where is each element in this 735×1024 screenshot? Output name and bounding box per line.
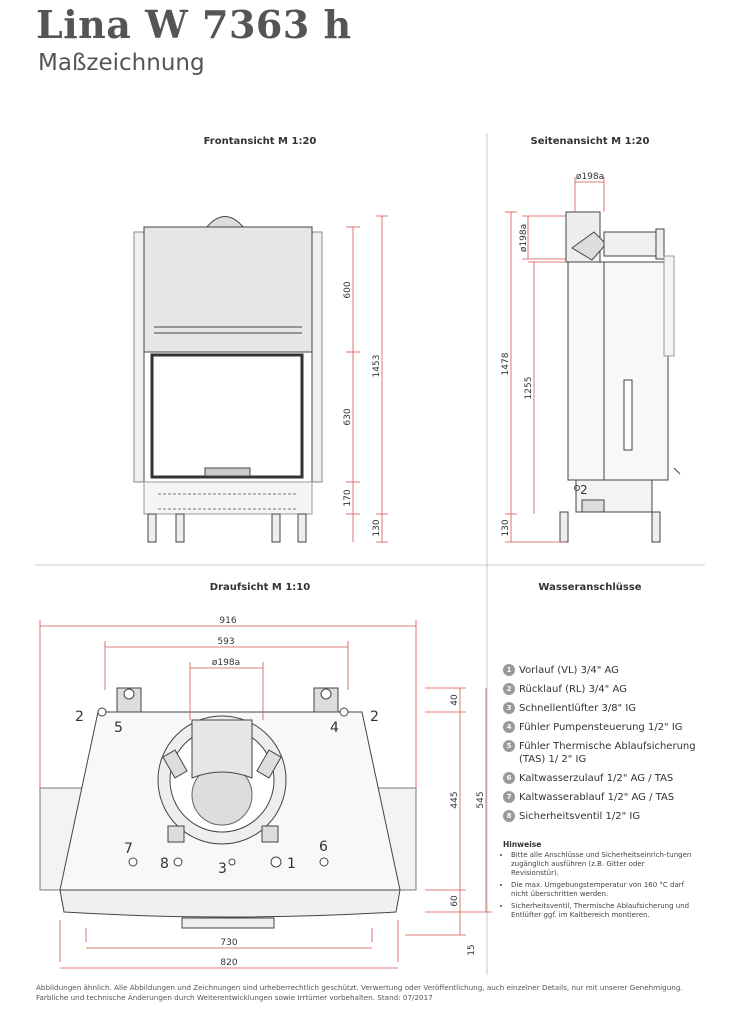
side-view-heading: Seitenansicht M 1:20 [530,136,650,147]
footer-disclaimer: Abbildungen ähnlich. Alle Abbildungen un… [36,983,696,1003]
top-dim-15: 15 [467,944,477,955]
top-label-2-right: 2 [370,709,379,725]
legend-number: 3 [503,702,515,714]
front-dim-1453: 1453 [372,355,382,378]
top-label-6: 6 [319,839,328,855]
front-dim-630: 630 [343,408,353,425]
side-label-2: 2 [580,483,588,497]
side-view-dimensions [505,177,605,543]
top-dim-593: 593 [217,637,234,647]
water-connections-heading: Wasseranschlüsse [538,582,642,593]
legend-item: 2 Rücklauf (RL) 3/4" AG [503,683,703,696]
notes-heading: Hinweise [503,840,542,849]
legend-number: 8 [503,810,515,822]
legend-number: 5 [503,740,515,752]
legend-number: 7 [503,791,515,803]
page-subtitle: Maßzeichnung [38,50,205,76]
top-label-8: 8 [160,856,169,872]
side-dim-198a-vertical: ø198a [519,224,529,252]
top-dim-198a: ø198a [212,658,240,668]
side-dim-198a: ø198a [576,172,604,182]
front-dim-130: 130 [372,519,382,536]
note-item: Bitte alle Anschlüsse und Sicherheitsein… [511,851,693,878]
legend-text: Fühler Thermische Ablaufsicherung (TAS) … [519,741,696,765]
top-dim-40: 40 [450,694,460,706]
legend-item: 7 Kaltwasserablauf 1/2" AG / TAS [503,791,703,804]
legend-item: 5 Fühler Thermische Ablaufsicherung (TAS)… [503,740,703,766]
side-dim-1478: 1478 [501,352,511,375]
legend-text: Fühler Pumpensteuerung 1/2" IG [519,722,683,733]
front-dim-600: 600 [343,281,353,298]
top-dim-445: 445 [450,791,460,808]
front-view-heading: Frontansicht M 1:20 [203,136,317,147]
legend-text: Kaltwasserzulauf 1/2" AG / TAS [519,773,674,784]
notes-block: Hinweise Bitte alle Anschlüsse und Siche… [503,840,693,923]
side-dim-1255: 1255 [524,377,534,400]
top-label-5: 5 [114,720,123,736]
legend-item: 3 Schnellentlüfter 3/8" IG [503,702,703,715]
legend-item: 4 Fühler Pumpensteuerung 1/2" IG [503,721,703,734]
top-dim-60: 60 [450,895,460,907]
legend-text: Vorlauf (VL) 3/4" AG [519,665,619,676]
top-label-4: 4 [330,720,339,736]
top-label-1: 1 [287,856,296,872]
top-label-7: 7 [124,841,133,857]
legend-number: 1 [503,664,515,676]
legend-number: 2 [503,683,515,695]
top-view-drawing [39,687,417,929]
top-view-heading: Draufsicht M 1:10 [209,582,311,593]
top-label-3: 3 [218,861,227,877]
footer-line-1: Abbildungen ähnlich. Alle Abbildungen un… [36,983,683,992]
legend-text: Kaltwasserablauf 1/2" AG / TAS [519,792,675,803]
front-view-dimensions [346,215,388,543]
legend-number: 6 [503,772,515,784]
note-item: Sicherheitsventil, Thermische Ablaufsich… [511,902,693,920]
note-item: Die max. Umgebungstemperatur von 160 °C … [511,881,693,899]
top-dim-545: 545 [476,791,486,808]
top-dim-730: 730 [220,938,237,948]
top-dim-916: 916 [219,616,236,626]
connections-legend: 1 Vorlauf (VL) 3/4" AG 2 Rücklauf (RL) 3/4… [503,664,703,829]
legend-text: Schnellentlüfter 3/8" IG [519,703,637,714]
legend-number: 4 [503,721,515,733]
legend-item: 1 Vorlauf (VL) 3/4" AG [503,664,703,677]
side-view-drawing [559,211,681,543]
page-title: Lina W 7363 h [36,2,352,47]
top-label-2-left: 2 [75,709,84,725]
top-view-dimensions [39,620,492,969]
side-dim-130: 130 [501,519,511,536]
footer-line-2: Farbliche und technische Änderungen durc… [36,993,433,1002]
legend-text: Sicherheitsventil 1/2" IG [519,811,641,822]
legend-item: 8 Sicherheitsventil 1/2" IG [503,810,703,823]
legend-text: Rücklauf (RL) 3/4" AG [519,684,627,695]
front-dim-170: 170 [343,489,353,506]
top-dim-820: 820 [220,958,237,968]
front-view-drawing [133,216,323,543]
legend-item: 6 Kaltwasserzulauf 1/2" AG / TAS [503,772,703,785]
